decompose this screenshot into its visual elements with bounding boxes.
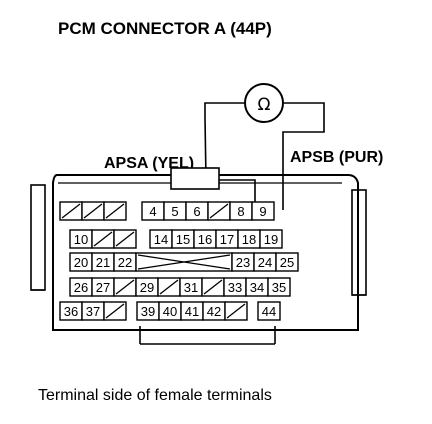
connector-housing — [30, 167, 367, 345]
blank-slash — [137, 254, 231, 270]
terminal-number: 6 — [193, 204, 200, 219]
ohmmeter-icon: Ω — [244, 83, 284, 123]
terminal-number: 24 — [258, 255, 272, 270]
blank-slash — [83, 203, 103, 219]
terminal-number: 25 — [280, 255, 294, 270]
terminal-number: 23 — [236, 255, 250, 270]
terminal-number: 31 — [184, 280, 198, 295]
terminal-number: 40 — [163, 304, 177, 319]
blank-slash — [105, 303, 125, 319]
caption: Terminal side of female terminals — [38, 387, 272, 404]
terminal-number: 35 — [272, 280, 286, 295]
blank-slash — [61, 203, 81, 219]
terminal-number: 33 — [228, 280, 242, 295]
blank-slash — [226, 303, 246, 319]
terminal-number: 39 — [141, 304, 155, 319]
terminal-number: 44 — [262, 304, 276, 319]
terminal-number: 22 — [118, 255, 132, 270]
terminal-number: 37 — [86, 304, 100, 319]
terminal-number: 4 — [149, 204, 156, 219]
terminal-number: 36 — [64, 304, 78, 319]
terminal-cell — [251, 201, 275, 221]
terminal-cell — [259, 229, 283, 249]
terminal-number: 34 — [250, 280, 264, 295]
blank-slash — [159, 279, 179, 295]
terminal-cell — [257, 301, 281, 321]
terminal-number: 26 — [74, 280, 88, 295]
probe-label-apsb: APSB (PUR) — [290, 149, 383, 166]
terminal-cell — [275, 252, 299, 272]
terminal-number: 15 — [176, 232, 190, 247]
terminal-number: 41 — [185, 304, 199, 319]
terminal-number: 19 — [264, 232, 278, 247]
diagram-title: PCM CONNECTOR A (44P) — [58, 19, 272, 38]
terminal-number: 27 — [96, 280, 110, 295]
terminal-number: 9 — [259, 204, 266, 219]
terminal-number: 17 — [220, 232, 234, 247]
terminal-number: 16 — [198, 232, 212, 247]
terminal-number: 8 — [237, 204, 244, 219]
locking-tab — [170, 167, 220, 190]
terminal-cell — [267, 277, 291, 297]
terminal-number: 5 — [171, 204, 178, 219]
probe-wires — [204, 102, 325, 210]
blank-slash — [115, 231, 135, 247]
terminal-number: 29 — [140, 280, 154, 295]
blank-slash — [203, 279, 223, 295]
blank-slash — [93, 231, 113, 247]
blank-slash — [209, 203, 229, 219]
terminal-number: 42 — [207, 304, 221, 319]
blank-slash — [115, 279, 135, 295]
terminal-number: 20 — [74, 255, 88, 270]
ohm-symbol: Ω — [258, 95, 271, 115]
terminal-number: 14 — [154, 232, 168, 247]
terminal-number: 10 — [74, 232, 88, 247]
terminal-number: 21 — [96, 255, 110, 270]
blank-slash — [105, 203, 125, 219]
terminal-number: 18 — [242, 232, 256, 247]
